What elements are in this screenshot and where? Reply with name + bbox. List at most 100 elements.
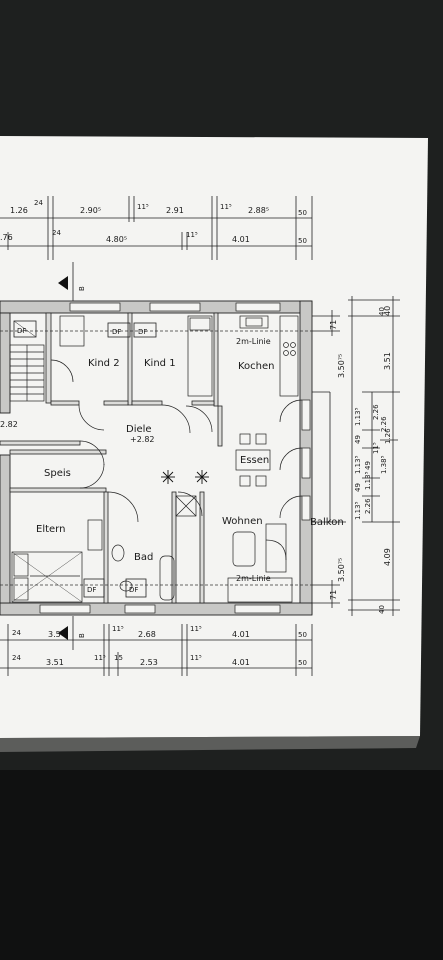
- dim-bottom-1: 24: [12, 629, 21, 637]
- windows: [39, 302, 311, 614]
- dim-top2-6: 50: [298, 237, 307, 245]
- bottom-dimension-lines: [0, 624, 313, 676]
- kitchen-fixtures: [239, 315, 299, 397]
- dining-set: [235, 433, 271, 487]
- dim-top-8: 50: [298, 209, 307, 217]
- dim-right2-9: 2.26: [372, 404, 380, 420]
- dim-bottom-5: 11⁵: [190, 625, 202, 633]
- bath-fixtures: [87, 495, 197, 601]
- paper-sheet: [0, 136, 428, 738]
- bottom-dimension-labels-row2: 24 3.51 11⁵ 15 2.53 11⁵ 4.01 50: [12, 654, 307, 667]
- dim-right-4: 71: [329, 590, 338, 600]
- dim-bottom2-2: 3.51: [46, 658, 64, 667]
- section-label-bottom: B: [78, 633, 86, 638]
- right-dimension-labels-col2: 1.13⁵ 49 1.13⁵ 49 1.13⁵ 49 1.13⁵ 11⁵ 2.2…: [354, 404, 380, 520]
- skylight-5: DF: [125, 578, 147, 598]
- dim-right2-1: 1.13⁵: [354, 407, 362, 426]
- right-dimension-labels-col1: 3.50⁷⁵ 71 3.50⁷⁵ 71 40: [329, 306, 392, 600]
- right-dimension-labels-col3: 40 3.51 2.26 1.26 1.38⁵ 4.09 40: [378, 307, 392, 614]
- living-furniture: [227, 523, 293, 603]
- dim-top-7: 2.88⁵: [248, 206, 269, 215]
- dim-right2-7: 1.13⁵: [364, 471, 372, 490]
- dim-top2-2: 24: [52, 229, 61, 237]
- room-wohnen: Wohnen: [222, 516, 263, 527]
- dim-top2-3: 4.80⁵: [106, 235, 127, 244]
- room-balkon: Balkon: [310, 517, 344, 528]
- interior-walls: [0, 312, 223, 604]
- room-eltern: Eltern: [36, 524, 65, 535]
- dim-right-2: 71: [329, 320, 338, 330]
- room-2m-line-bottom: 2m-Linie: [236, 574, 271, 583]
- skylight-3-label: DF: [138, 328, 147, 336]
- skylight-4: DF: [83, 578, 105, 598]
- dim-right3-7: 40: [378, 605, 386, 614]
- dim-right-3: 3.50⁷⁵: [337, 558, 346, 582]
- dim-right-5: 40: [383, 306, 392, 316]
- room-diele: Diele: [126, 424, 152, 435]
- paper-shadow: [0, 736, 420, 752]
- dim-bottom2-6: 11⁵: [190, 654, 202, 662]
- dim-bottom2-4: 15: [114, 654, 123, 662]
- bottom-dimension-labels-row1: 24 3.5 11⁵ 2.68 11⁵ 4.01 50: [12, 625, 307, 639]
- section-marker-bottom: B: [58, 616, 86, 650]
- dark-table-area: [0, 770, 443, 960]
- room-bad: Bad: [134, 552, 153, 563]
- room-speis: Speis: [44, 468, 71, 479]
- dim-bottom-4: 2.68: [138, 630, 156, 639]
- room-kind2: Kind 2: [88, 358, 120, 369]
- staircase: [9, 344, 45, 402]
- dim-bottom-3: 11⁵: [112, 625, 124, 633]
- dim-bottom-6: 4.01: [232, 630, 250, 639]
- left-level: 2.82: [0, 420, 18, 429]
- room-essen: Essen: [240, 455, 269, 466]
- dim-right3-3: 2.26: [380, 416, 388, 432]
- skylight-2: DF: [107, 322, 131, 338]
- room-diele-level: +2.82: [130, 435, 155, 444]
- room-labels: Kind 2 Kind 1 Kochen 2m-Linie Diele +2.8…: [0, 337, 344, 583]
- right-dimension-lines: [348, 296, 400, 616]
- top-dimension-labels-row2: .76 24 4.80⁵ 11⁵ 4.01 50: [0, 229, 307, 245]
- dim-right3-2: 3.51: [383, 352, 392, 370]
- door-swings: [50, 359, 303, 523]
- room-kochen: Kochen: [238, 361, 275, 372]
- dim-right2-3: 1.13⁵: [354, 455, 362, 474]
- dim-right3-4: 1.26: [384, 428, 392, 444]
- dim-top-5: 2.91: [166, 206, 184, 215]
- room-kind1: Kind 1: [144, 358, 176, 369]
- room-2m-line-top: 2m-Linie: [236, 337, 271, 346]
- dim-bottom-2: 3.5: [48, 630, 61, 639]
- dim-right2-2: 49: [354, 435, 362, 444]
- plants: [161, 470, 209, 484]
- dim-bottom2-5: 2.53: [140, 658, 158, 667]
- skylight-4-label: DF: [87, 586, 96, 594]
- dim-right2-6: 49: [364, 461, 372, 470]
- dim-right-1: 3.50⁷⁵: [337, 354, 346, 378]
- dim-top-6: 11⁵: [220, 203, 232, 211]
- skylight-3: DF: [133, 322, 157, 338]
- dim-bottom2-3: 11⁵: [94, 654, 106, 662]
- top-dimension-lines: [0, 196, 313, 260]
- skylight-5-label: DF: [129, 586, 138, 594]
- corner-marks: [312, 310, 340, 608]
- top-dimension-labels-row1: 1.26 24 2.90⁵ 11⁵ 2.91 11⁵ 2.88⁵ 50: [10, 199, 307, 217]
- section-marker-top: B: [58, 262, 86, 302]
- skylight-2-label: DF: [112, 328, 121, 336]
- section-label-top: B: [78, 286, 86, 291]
- dim-right3-6: 4.09: [383, 548, 392, 566]
- balkon-edge: [312, 391, 346, 523]
- dim-bottom2-8: 50: [298, 659, 307, 667]
- dim-right3-1: 40: [378, 307, 386, 316]
- dim-top2-1: .76: [0, 233, 13, 242]
- dim-top2-4: 11⁵: [186, 231, 198, 239]
- dim-bottom2-7: 4.01: [232, 658, 250, 667]
- dim-right2-4: 49: [354, 483, 362, 492]
- beds: [11, 315, 213, 603]
- dim-top-3: 2.90⁵: [80, 206, 101, 215]
- dim-right2-10: 2.26: [364, 498, 372, 514]
- dim-top2-5: 4.01: [232, 235, 250, 244]
- dim-bottom-7: 50: [298, 631, 307, 639]
- dim-right2-5: 1.13⁵: [354, 501, 362, 520]
- two-meter-lines: [0, 330, 312, 586]
- dim-top-2: 24: [34, 199, 43, 207]
